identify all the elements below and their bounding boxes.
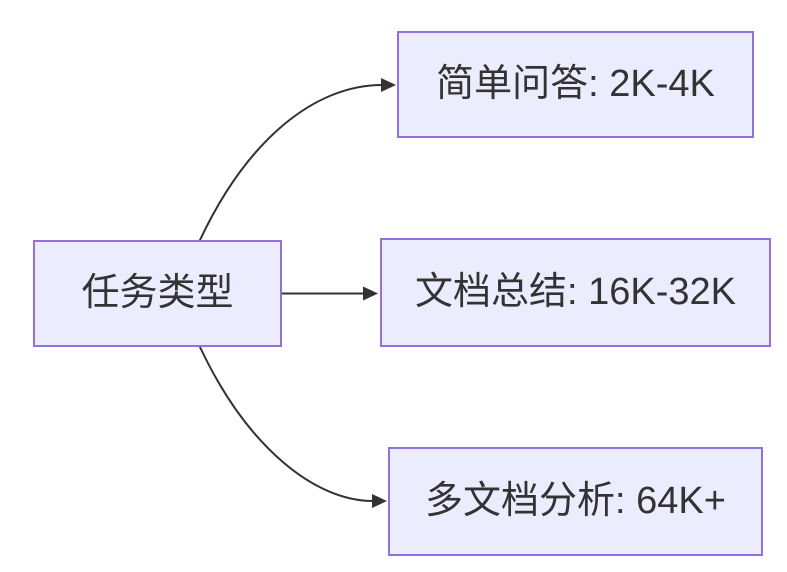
node-task-type: 任务类型 [33, 240, 282, 347]
node-doc-summary-label: 文档总结: 16K-32K [415, 270, 736, 313]
node-doc-summary: 文档总结: 16K-32K [380, 238, 771, 347]
node-multidoc-analysis: 多文档分析: 64K+ [388, 447, 763, 556]
edge-root-to-qa [199, 84, 383, 241]
node-simple-qa: 简单问答: 2K-4K [397, 31, 754, 138]
edge-root-to-multidoc [199, 346, 374, 502]
arrowhead-qa-icon [381, 78, 396, 92]
arrowhead-summary-icon [363, 286, 378, 301]
arrowhead-multidoc-icon [372, 494, 387, 508]
node-multidoc-analysis-label: 多文档分析: 64K+ [425, 479, 726, 522]
node-task-type-label: 任务类型 [81, 271, 234, 314]
node-simple-qa-label: 简单问答: 2K-4K [436, 62, 715, 105]
